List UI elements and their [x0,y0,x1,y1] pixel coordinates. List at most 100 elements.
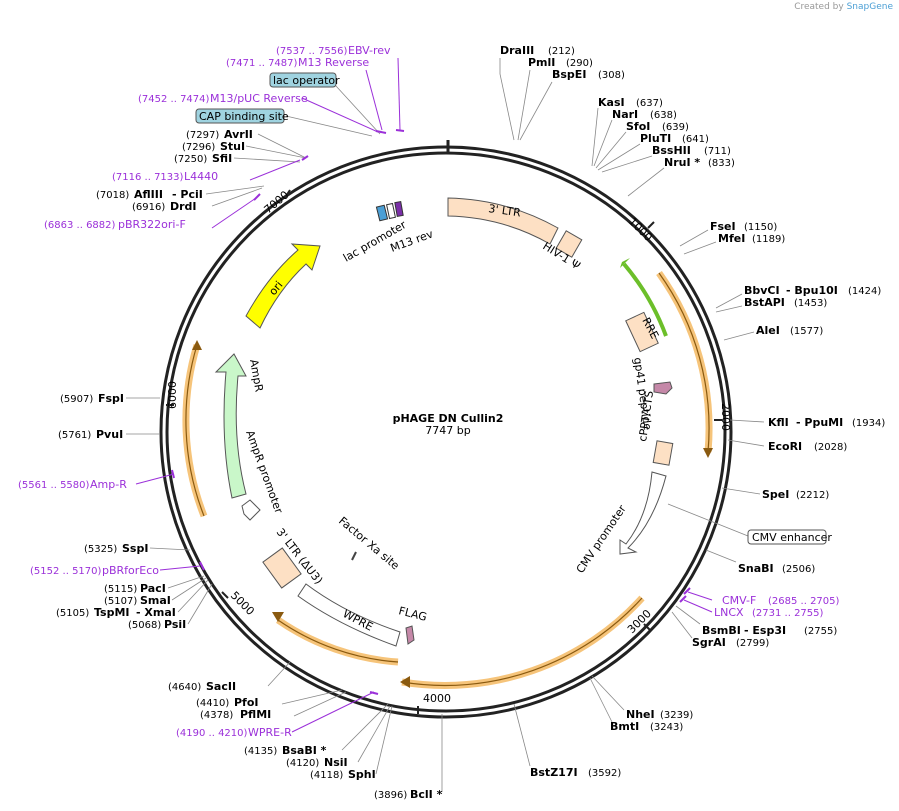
leader-pflmi [293,691,347,717]
site-tspmi: TspMI [94,606,130,619]
orf-arrow-wpre [272,612,284,622]
site-nsii: NsiI [324,756,348,769]
site-fsei: FseI [710,220,736,233]
tick-2000: 2000 [719,403,732,431]
site-xmai: - XmaI [136,606,176,619]
site-kfli-pos: (1934) [852,418,885,429]
primer-m13-reverse-range: (7471 .. 7487) [226,58,298,69]
site-bcli: BclI * [410,788,443,801]
site-bsmbi-pos: (2755) [804,626,837,637]
orf-arc-wpre-line [277,619,399,663]
mark-m13-reverse [375,130,387,134]
site-bmti: BmtI [610,720,639,733]
leader-snabi [705,549,737,563]
rre-arc-arrow [620,258,630,268]
site-drdi-pos: (6916) [132,202,165,213]
site-pcii: - PciI [172,188,203,201]
site-bsabi: BsaBI * [282,744,327,757]
tick-7000-mark [285,189,291,197]
primer-wpre-r: WPRE-R [248,726,292,739]
primer-pbr322ori-range: (6863 .. 6882) [44,220,116,231]
leader-nsii [357,705,391,763]
lac-operator-label: lac operator [273,74,340,87]
orf-arcs [182,270,713,689]
site-bstapi-pos: (1453) [794,298,827,309]
leader-avrii [257,133,307,159]
site-fsei-pos: (1150) [744,222,777,233]
leader-cap [285,115,373,137]
site-bcli-pos: (3896) [374,790,407,801]
site-bsshii: BssHII [652,144,691,157]
site-pmli: PmlI [528,56,555,69]
site-afliii: AflIII [134,188,163,201]
site-nari-pos: (638) [650,110,677,121]
site-fspi: FspI [98,392,124,405]
site-draiii: DraIII [500,44,534,57]
site-ecori: EcoRI [768,440,802,453]
site-draiii-pos: (212) [548,46,575,57]
site-pvui: PvuI [96,428,123,441]
site-kasi-pos: (637) [636,98,663,109]
site-spei: SpeI [762,488,789,501]
credit-brand: SnapGene [846,2,893,12]
gp41-feature [653,381,673,395]
site-nrui: NruI * [664,156,700,169]
leader-bbvci [715,293,743,309]
site-stui: StuI [220,140,245,153]
rre-arc [622,262,668,337]
orf-arc-bottom [401,595,645,689]
primer-cmv-f: CMV-F [722,594,756,607]
leader-paci [167,575,205,589]
leader-nrui [627,167,665,197]
leader-drdi [211,187,263,207]
site-smai: SmaI [140,594,171,607]
site-pluti-pos: (641) [682,134,709,145]
leader-lncx [683,599,713,613]
leader-l4440 [249,159,301,181]
primer-lncx: LNCX [714,606,744,619]
primer-m13-puc-range: (7452 .. 7474) [138,94,210,105]
primer-leaders [135,57,713,733]
site-smai-pos: (5107) [104,596,137,607]
orf-arrow-left [192,340,202,350]
leader-m13-reverse [365,69,383,131]
primer-pbrforeco: pBRforEco [102,564,159,577]
site-ecori-pos: (2028) [814,442,847,453]
primer-ebv-rev: EBV-rev [348,44,391,57]
mark-pbrforeco [199,561,205,571]
site-bpu10i: - Bpu10I [786,284,838,297]
leader-afliii [205,185,265,195]
cmv-promoter-feature [619,471,667,555]
site-ppumi: - PpuMI [796,416,843,429]
leader-kfli [729,419,765,423]
leader-mfei [683,241,717,255]
site-afliii-pos: (7018) [96,190,129,201]
leader-sgrai [671,611,693,639]
wpre-feature [297,583,401,647]
primer-ampr: Amp-R [90,478,127,491]
flag-feature [405,625,415,645]
leader-pluti [597,143,641,171]
backbone-outer [159,145,733,719]
site-pmli-pos: (290) [566,58,593,69]
site-mfei: MfeI [718,232,745,245]
orf-arc-right [656,270,713,453]
plasmid-name: pHAGE DN Cullin2 [393,412,504,425]
cmv-promoter-label: CMV promoter [574,502,629,575]
site-bbvci: BbvCI [744,284,780,297]
mark-pbr322ori [253,193,261,201]
cmv-enhancer-box [747,529,827,545]
plasmid-length: 7747 bp [425,424,470,437]
m13-rev-feature [394,201,404,217]
site-sacii: SacII [206,680,236,693]
leader-bstz17i [513,703,531,767]
leader-ecori [727,439,765,447]
leader-ebv-rev [397,57,401,131]
site-pfoi-pos: (4410) [196,698,229,709]
site-sfii-pos: (7250) [174,154,207,165]
ampr-label: AmpR [247,358,266,393]
site-bspei: BspEI [552,68,586,81]
lac-operator-box [269,72,337,88]
ampr-promoter-feature [241,499,261,521]
